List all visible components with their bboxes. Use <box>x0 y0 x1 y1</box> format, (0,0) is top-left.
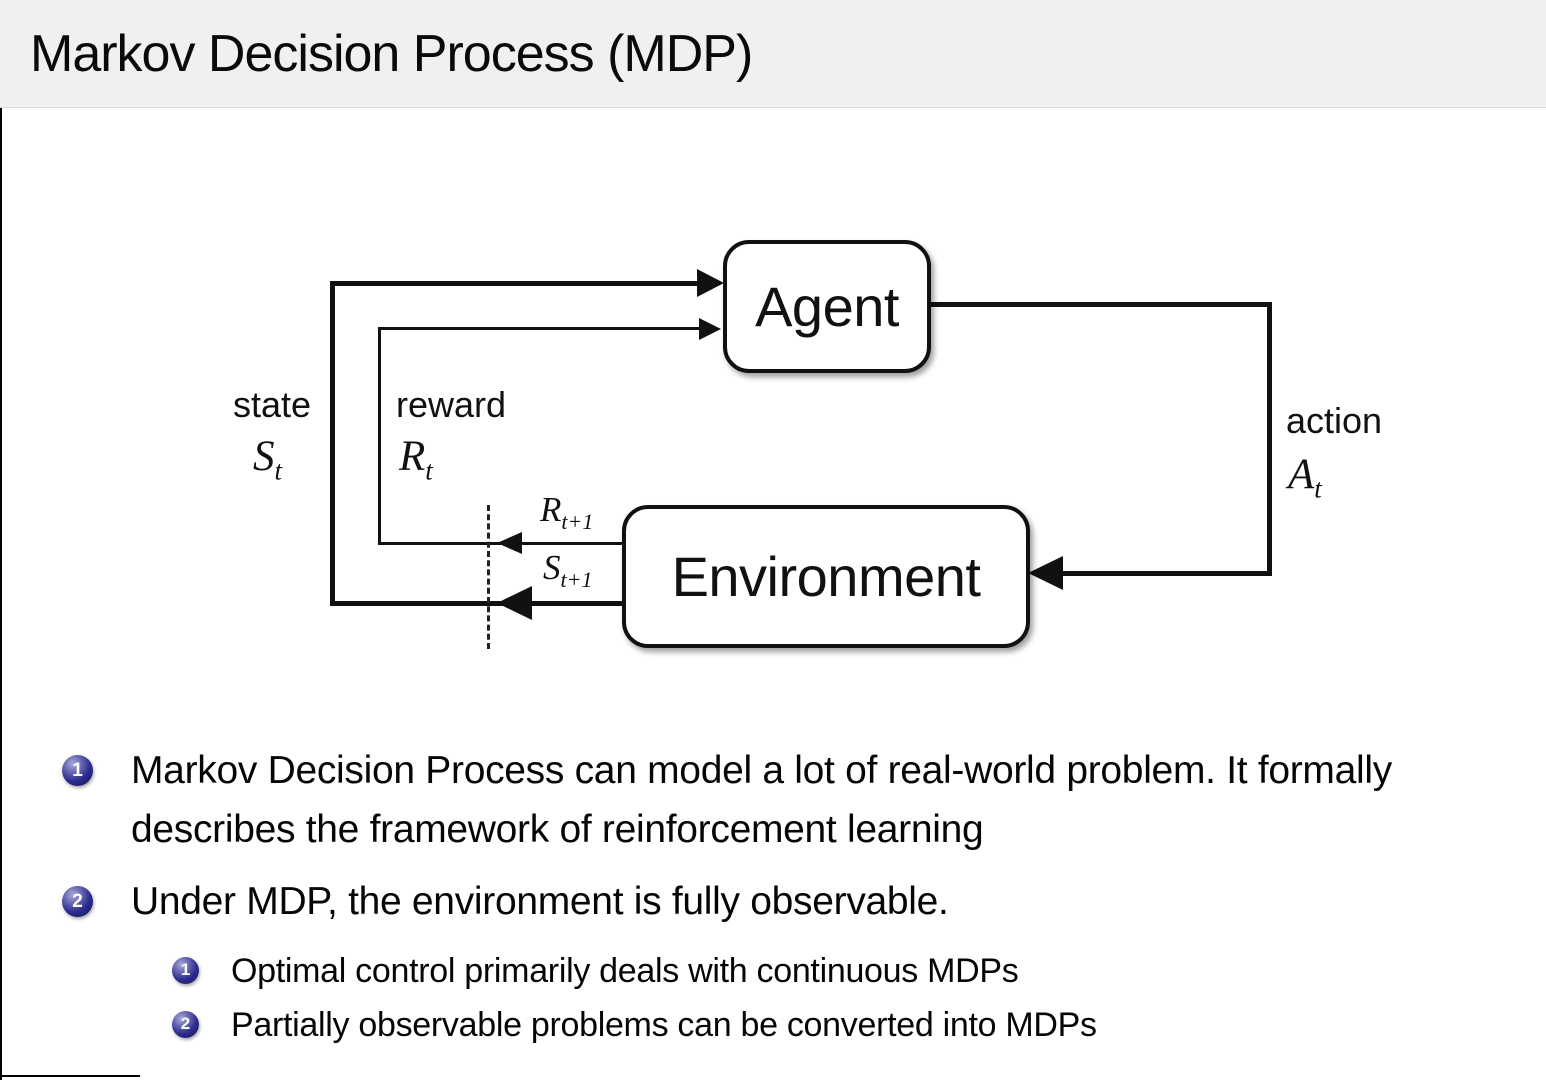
sub-bullet-item-2: 2 Partially observable problems can be c… <box>172 1000 1502 1051</box>
bullet-list: 1 Markov Decision Process can model a lo… <box>62 742 1502 1054</box>
arrow-action-into-environment-icon <box>1028 556 1063 590</box>
bullet-item-2: 2 Under MDP, the environment is fully ob… <box>62 873 1502 932</box>
environment-box: Environment <box>622 505 1030 648</box>
reward-line-left <box>378 327 381 544</box>
next-reward-letter: R <box>540 490 562 529</box>
sub-bullet-list: 1 Optimal control primarily deals with c… <box>172 946 1502 1051</box>
bullet-2-badge: 2 <box>62 886 93 917</box>
action-symbol-subscript: t <box>1314 473 1322 504</box>
next-state-letter: S <box>543 548 561 587</box>
bullet-1-text: Markov Decision Process can model a lot … <box>131 749 1392 851</box>
arrow-next-state-icon <box>497 586 532 620</box>
environment-label: Environment <box>671 545 981 608</box>
state-symbol-letter: S <box>253 433 275 480</box>
state-line-top <box>330 281 700 286</box>
state-symbol: St <box>253 432 282 487</box>
action-line-bottom <box>1060 571 1272 576</box>
sub-bullet-2-text: Partially observable problems can be con… <box>231 1005 1097 1044</box>
reward-line-top <box>378 327 700 330</box>
title-band: Markov Decision Process (MDP) <box>0 0 1546 108</box>
action-label: action <box>1286 400 1383 441</box>
reward-symbol-letter: R <box>399 433 426 480</box>
bullet-1-badge: 1 <box>62 755 93 786</box>
page-left-border <box>0 0 2 1080</box>
arrow-state-into-agent-icon <box>697 269 724 297</box>
reward-symbol-subscript: t <box>425 455 433 486</box>
mdp-diagram: Agent Environment state St reward Rt Rt+… <box>0 108 1546 708</box>
page-title: Markov Decision Process (MDP) <box>30 24 753 83</box>
next-state-symbol: St+1 <box>543 548 592 593</box>
state-line-bottom <box>330 601 625 606</box>
state-symbol-subscript: t <box>274 455 283 486</box>
reward-label: reward <box>396 384 507 425</box>
sub-bullet-1-text: Optimal control primarily deals with con… <box>231 951 1019 990</box>
next-reward-subscript: t+1 <box>561 509 594 534</box>
agent-label: Agent <box>755 275 899 338</box>
page-bottom-border <box>0 1075 140 1077</box>
bullet-item-1: 1 Markov Decision Process can model a lo… <box>62 742 1502 859</box>
sub-bullet-1-badge: 1 <box>172 956 199 984</box>
action-symbol: At <box>1288 450 1322 505</box>
action-line-right <box>1267 302 1272 576</box>
reward-symbol: Rt <box>399 432 433 487</box>
bullet-2-text: Under MDP, the environment is fully obse… <box>131 880 949 923</box>
state-label: state <box>233 384 312 425</box>
next-state-subscript: t+1 <box>560 567 593 592</box>
action-line-top <box>928 302 1272 307</box>
next-reward-symbol: Rt+1 <box>540 490 593 535</box>
agent-box: Agent <box>723 240 931 373</box>
state-line-left <box>330 281 335 606</box>
sub-bullet-2-badge: 2 <box>172 1010 199 1038</box>
time-boundary-dashed-line <box>487 505 490 649</box>
sub-bullet-item-1: 1 Optimal control primarily deals with c… <box>172 946 1502 997</box>
arrow-next-reward-icon <box>497 532 522 554</box>
arrow-reward-into-agent-icon <box>699 318 721 340</box>
action-symbol-letter: A <box>1288 451 1315 498</box>
